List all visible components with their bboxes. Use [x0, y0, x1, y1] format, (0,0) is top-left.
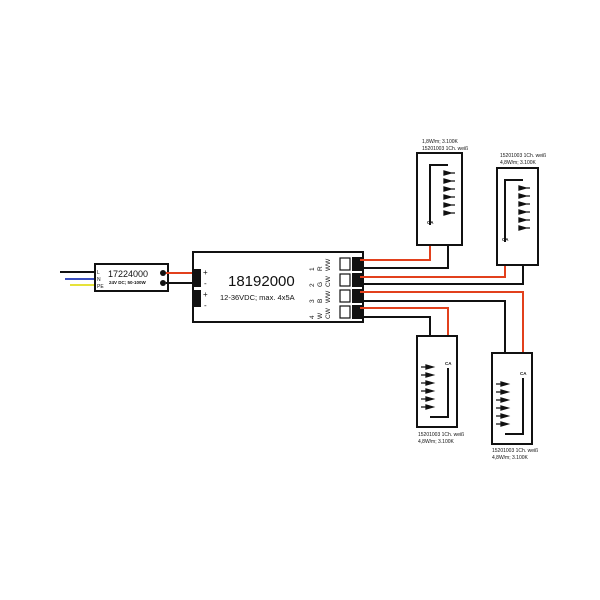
led-icon	[421, 372, 436, 378]
channel-num-label: 2	[309, 283, 316, 287]
led-icon	[518, 209, 530, 215]
led-icon	[421, 388, 436, 394]
input-terminal-icon	[193, 269, 201, 287]
output-terminal-icon	[352, 289, 362, 303]
led-icon	[421, 396, 436, 402]
strip-label-line1: 15201003 1Ch. weiß	[500, 153, 546, 159]
led-icon	[443, 186, 455, 192]
output-terminal-icon	[352, 273, 362, 287]
input-pe-label: PE	[97, 284, 104, 290]
ca-terminal-label: CA	[520, 371, 527, 376]
strip-label-line1: 15201003 1Ch. weiß	[492, 448, 538, 454]
polarity-label: -	[204, 279, 207, 288]
polarity-label: +	[203, 268, 208, 277]
strip-label-line1: 1,8W/m; 3.100K	[422, 139, 459, 145]
channel-color-label: W	[317, 312, 324, 319]
led-icon	[443, 210, 455, 216]
led-icon	[443, 194, 455, 200]
channel-num-label: 1	[309, 267, 316, 271]
strip-label-line1: 15201003 1Ch. weiß	[418, 432, 464, 438]
led-icon	[496, 421, 511, 427]
input-l-label: L	[97, 270, 100, 276]
led-icon	[496, 405, 511, 411]
output-terminal-icon	[352, 305, 362, 319]
channel-num-label: 3	[309, 299, 316, 303]
ca-terminal-label: CA	[427, 220, 434, 225]
controller-spec: 12-36VDC; max. 4x5A	[220, 293, 295, 302]
terminal-plus-icon	[160, 270, 166, 276]
channel-num-label: 4	[309, 315, 316, 319]
channel-connector-icon	[339, 305, 351, 319]
controller-model: 18192000	[228, 273, 295, 290]
channel-color-label: R	[317, 266, 324, 271]
led-icon	[443, 178, 455, 184]
ca-terminal-label: CA	[445, 361, 452, 366]
wire-ch3-positive	[360, 291, 524, 370]
channel-mode-label: WW	[325, 290, 332, 303]
led-icon	[518, 225, 530, 231]
output-terminal-icon	[352, 257, 362, 271]
power-supply-spec: 24V DC; 50-100W	[109, 280, 147, 285]
led-icon	[421, 404, 436, 410]
channel-color-label: B	[317, 299, 324, 303]
led-icon	[496, 389, 511, 395]
channel-color-label: G	[317, 282, 324, 287]
strip-label-line2: 4,8W/m; 3.100K	[418, 439, 455, 445]
led-icon	[421, 380, 436, 386]
power-supply-model: 17224000	[108, 269, 148, 279]
led-icon	[518, 193, 530, 199]
polarity-label: -	[204, 301, 207, 310]
led-icon	[421, 364, 436, 370]
polarity-label: +	[203, 290, 208, 299]
led-icon	[496, 397, 511, 403]
terminal-minus-icon	[160, 280, 166, 286]
led-icon	[518, 201, 530, 207]
led-icon	[443, 170, 455, 176]
strip-label-line2: 4,8W/m; 3.100K	[500, 160, 537, 166]
power-supply: L N PE 17224000 24V DC; 50-100W	[94, 263, 169, 292]
channel-connector-icon	[339, 289, 351, 303]
input-n-label: N	[97, 277, 101, 283]
strip-label-line2: 4,8W/m; 3.100K	[492, 455, 529, 461]
led-icon	[443, 202, 455, 208]
input-terminal-icon	[193, 290, 201, 307]
channel-mode-label: CW	[325, 275, 332, 287]
led-icon	[496, 413, 511, 419]
strip-label-line2: 15201003 1Ch. weiß	[422, 146, 468, 152]
channel-connector-icon	[339, 257, 351, 271]
channel-mode-label: CW	[325, 307, 332, 319]
led-icon	[496, 381, 511, 387]
channel-connector-icon	[339, 273, 351, 287]
channel-mode-label: WW	[325, 258, 332, 271]
led-icon	[518, 217, 530, 223]
led-icon	[518, 185, 530, 191]
ca-terminal-label: CA	[502, 237, 509, 242]
